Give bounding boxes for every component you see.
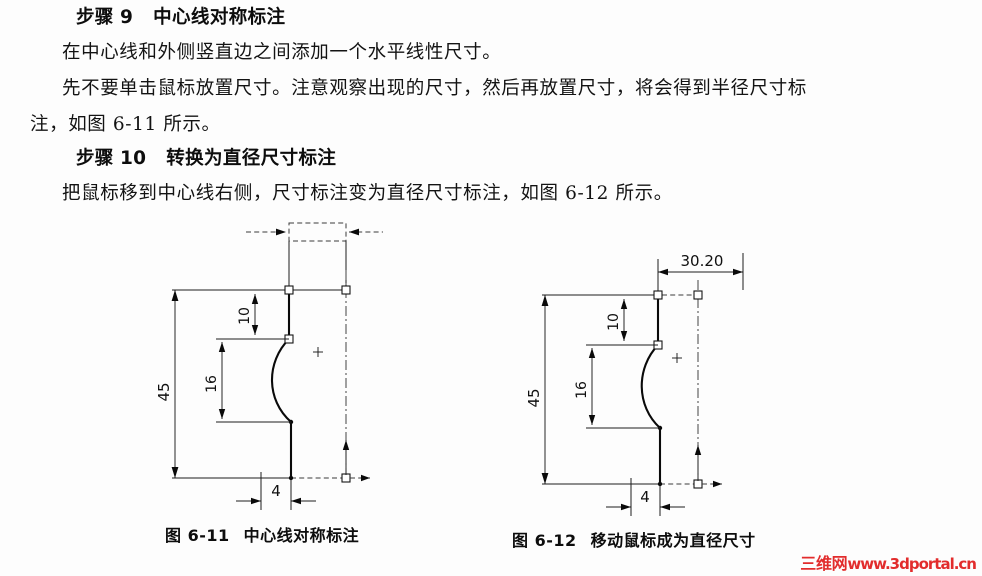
part-profile xyxy=(271,290,293,478)
handle-bottom-left[interactable] xyxy=(288,475,294,481)
dimension-10: 10 xyxy=(586,299,658,346)
dimension-10-value: 10 xyxy=(606,313,622,331)
dimension-10-value: 10 xyxy=(237,307,253,325)
handle-top-right[interactable] xyxy=(341,285,351,295)
step9-paragraph-line3: 注，如图 6-11 所示。 xyxy=(30,114,221,135)
figure-6-11-drawing: 45 10 16 xyxy=(155,222,383,510)
step9-heading-label: 步骤 9 xyxy=(76,7,134,28)
handle-bottom-right[interactable] xyxy=(341,473,351,483)
figure-6-12-caption-title: 移动鼠标成为直径尺寸 xyxy=(590,531,756,550)
figure-6-11-caption: 图 6-11 中心线对称标注 xyxy=(165,522,359,546)
handle-top-left[interactable] xyxy=(653,290,663,300)
watermark-url: www.3dportal.cn xyxy=(847,555,977,573)
step10-heading: 步骤 10 转换为直径尺寸标注 xyxy=(76,144,336,170)
step9-paragraph-line2: 先不要单击鼠标放置尺寸。注意观察出现的尺寸，然后再放置尺寸，将会得到半径尺寸标 xyxy=(62,78,807,99)
watermark-chinese: 三维网 xyxy=(800,554,848,573)
dimension-45: 45 xyxy=(155,290,179,478)
dimension-45: 45 xyxy=(525,295,549,484)
figure-6-12-drawing: 30.20 xyxy=(525,252,744,516)
step9-heading-title: 中心线对称标注 xyxy=(153,7,286,28)
dimension-16-value: 16 xyxy=(574,381,590,399)
dimension-4: 4 xyxy=(606,478,685,516)
dimension-16-value: 16 xyxy=(204,375,220,393)
figure-6-11-caption-number: 图 6-11 xyxy=(165,526,230,545)
figure-6-12-caption: 图 6-12 移动鼠标成为直径尺寸 xyxy=(512,527,756,551)
step10-heading-label: 步骤 10 xyxy=(76,148,147,169)
handle-bottom-left[interactable] xyxy=(657,481,663,487)
dimension-10: 10 xyxy=(216,294,289,340)
figure-6-12-caption-number: 图 6-12 xyxy=(512,531,577,550)
figure-6-11-caption-title: 中心线对称标注 xyxy=(243,526,360,545)
dimension-30-20: 30.20 xyxy=(657,252,744,295)
dimension-45-value: 45 xyxy=(155,382,173,401)
dimension-preview-box xyxy=(246,222,383,242)
dimension-4: 4 xyxy=(236,472,316,510)
step9-paragraph-line1: 在中心线和外侧竖直边之间添加一个水平线性尺寸。 xyxy=(62,42,502,63)
handle-top-right[interactable] xyxy=(693,290,703,300)
step9-heading: 步骤 9 中心线对称标注 xyxy=(76,3,285,29)
step10-heading-title: 转换为直径尺寸标注 xyxy=(166,148,337,169)
handle-top-left[interactable] xyxy=(284,285,294,295)
dimension-4-value: 4 xyxy=(271,482,281,500)
step10-paragraph-line1: 把鼠标移到中心线右侧，尺寸标注变为直径尺寸标注，如图 6-12 所示。 xyxy=(62,183,673,204)
arc-center-marker xyxy=(672,353,682,363)
dimension-16: 16 xyxy=(204,342,291,423)
arc-center-marker xyxy=(313,347,323,357)
dimension-4-value: 4 xyxy=(640,488,650,506)
watermark: 三维网www.3dportal.cn xyxy=(800,550,977,574)
figure-6-12: 30.20 xyxy=(512,240,800,550)
dimension-30-20-value: 30.20 xyxy=(681,252,724,270)
part-profile xyxy=(640,295,662,484)
dimension-16: 16 xyxy=(574,348,660,429)
figure-6-11: 45 10 16 xyxy=(150,210,430,545)
dimension-45-value: 45 xyxy=(525,388,543,407)
handle-bottom-right[interactable] xyxy=(693,479,703,489)
